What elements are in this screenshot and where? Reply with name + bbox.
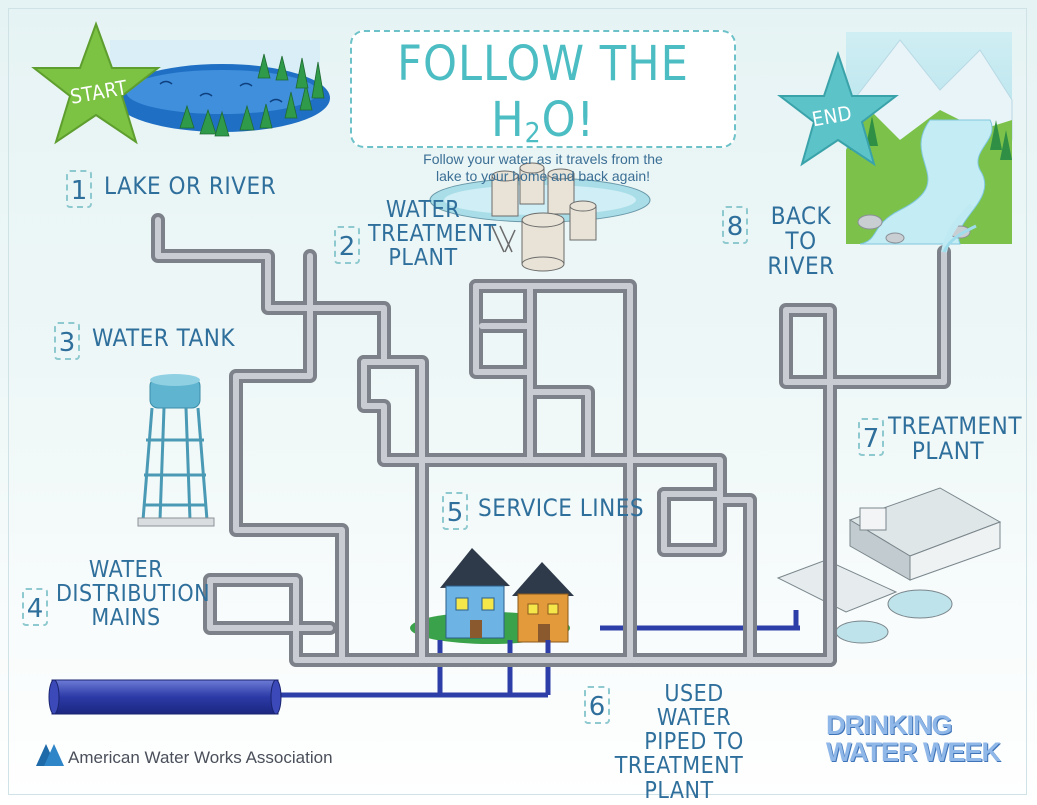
page-border: [8, 8, 1027, 795]
organization-name: American Water Works Association: [34, 748, 333, 768]
start-star: [31, 21, 161, 145]
water-tank-icon: [137, 374, 215, 527]
step-6-line-3: Treatment Plant: [614, 753, 744, 804]
title-box: FOLLOW THE H2O! Follow your water as it …: [350, 30, 736, 184]
step-4-label: Water Distribution Mains: [56, 557, 211, 632]
step-5-number: 5: [442, 492, 468, 530]
water-main-cylinder-icon: [48, 679, 282, 715]
gray-pipes: [151, 213, 951, 667]
awwa-logo-icon: [36, 744, 64, 766]
step-8-line-1: Back to: [770, 202, 832, 256]
step-4-line-1: Water: [88, 557, 164, 583]
page-title: FOLLOW THE H2O!: [352, 36, 734, 149]
step-3-number: 3: [54, 322, 80, 360]
houses-icon: [410, 548, 574, 644]
end-star: [777, 50, 899, 167]
subtitle-line-2: lake to your home and back again!: [435, 168, 651, 184]
lake-icon: [110, 40, 330, 137]
river-icon: [845, 32, 1013, 245]
step-7-label: Treatment Plant: [888, 412, 1023, 466]
title-subscript: 2: [524, 116, 542, 149]
step-8-label: Back to River: [756, 202, 846, 281]
subtitle: Follow your water as it travels from the…: [352, 151, 734, 185]
step-6-number: 6: [584, 686, 610, 724]
subtitle-line-1: Follow your water as it travels from the: [423, 151, 663, 167]
step-2-line-1: Water: [385, 197, 461, 223]
wastewater-plant-icon: [776, 487, 1002, 644]
step-6-line-1: Used Water: [656, 681, 732, 732]
organization-text: American Water Works Association: [68, 748, 333, 767]
step-1-number: 1: [66, 170, 92, 208]
step-8-line-2: River: [767, 252, 835, 281]
step-7-line-1: Treatment: [888, 412, 1023, 440]
step-2-number: 2: [334, 226, 360, 264]
treatment-plant-icon: [429, 162, 651, 272]
step-5-label: Service Lines: [478, 494, 645, 522]
step-3-label: Water Tank: [92, 324, 236, 352]
step-2-label: Water Treatment Plant: [368, 197, 497, 272]
step-6-line-2: Piped to: [644, 729, 744, 756]
step-7-number: 7: [858, 418, 884, 456]
step-6-label: Used Water Piped to Treatment Plant: [594, 682, 764, 803]
drinking-water-week-logo: DRINKING WATER WEEK: [826, 710, 1001, 767]
step-4-line-2: Distribution: [56, 581, 211, 608]
event-line-2: WATER WEEK: [826, 737, 1001, 767]
step-1-label: Lake or River: [104, 172, 277, 200]
step-4-line-3: Mains: [91, 605, 161, 632]
step-7-line-2: Plant: [911, 437, 985, 466]
title-suffix: O!: [541, 92, 595, 148]
step-2-line-3: Plant: [388, 245, 458, 272]
step-8-number: 8: [722, 206, 748, 244]
event-line-1: DRINKING: [826, 710, 953, 740]
step-4-number: 4: [22, 588, 48, 626]
title-main: FOLLOW THE H: [397, 36, 689, 148]
water-splash-icon: [941, 203, 977, 253]
step-2-line-2: Treatment: [368, 221, 497, 248]
